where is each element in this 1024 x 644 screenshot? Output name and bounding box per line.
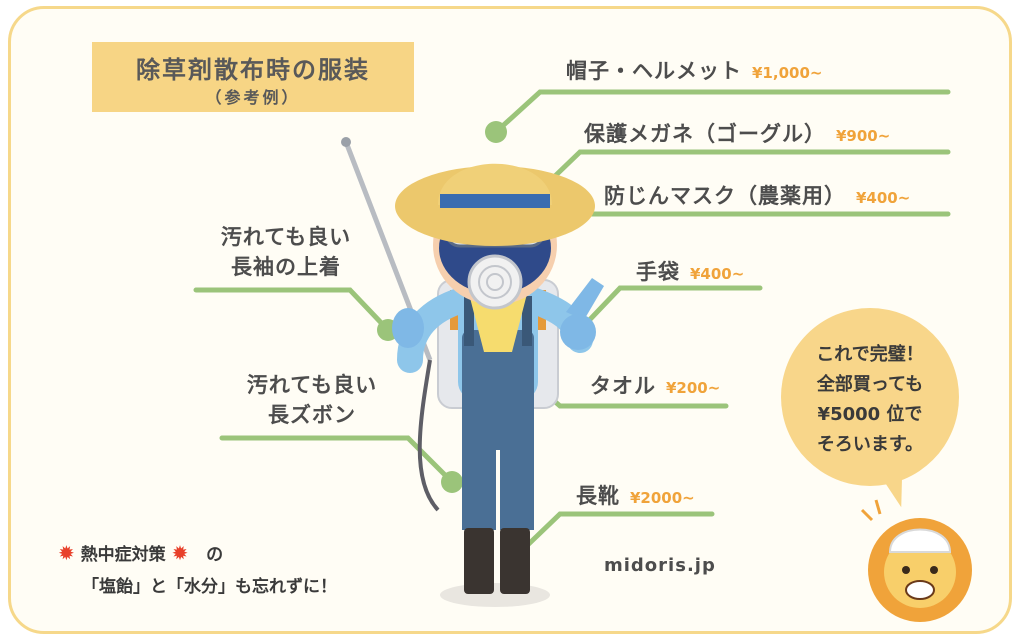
label-mask: 防じんマスク（農薬用） ¥400~ [604, 180, 910, 210]
price-boots: ¥2000~ [630, 489, 695, 507]
label-goggles: 保護メガネ（ゴーグル） ¥900~ [584, 118, 890, 148]
leader-line-boots [509, 511, 715, 563]
label-helmet-text: 帽子・ヘルメット [566, 59, 742, 83]
price-gloves: ¥400~ [690, 265, 745, 283]
label-jacket-line2: 長袖の上着 [231, 255, 341, 279]
label-gloves-text: 手袋 [636, 260, 680, 284]
heat-note-title-text: 熱中症対策 [80, 545, 166, 565]
price-towel: ¥200~ [666, 379, 721, 397]
sun-icon: ✹ [58, 541, 75, 565]
label-jacket-line1: 汚れても良い [220, 225, 352, 249]
label-goggles-text: 保護メガネ（ゴーグル） [584, 122, 826, 146]
heat-note-title: ✹ 熱中症対策 ✹ の [58, 540, 223, 565]
label-pants-line1: 汚れても良い [246, 373, 378, 397]
label-towel-text: タオル [590, 374, 656, 398]
title-box: 除草剤散布時の服装 （参考例） [92, 42, 414, 112]
label-pants: 汚れても良い 長ズボン [222, 370, 402, 430]
price-goggles: ¥900~ [836, 127, 891, 145]
price-mask: ¥400~ [856, 189, 911, 207]
heat-note-particle: の [194, 545, 224, 565]
leader-line-helmet [493, 89, 951, 135]
leader-line-jacket [193, 287, 391, 333]
label-pants-line2: 長ズボン [268, 403, 356, 427]
label-boots-text: 長靴 [576, 484, 620, 508]
bubble-line-2: 全部買っても [816, 374, 924, 395]
bubble-line-1: これで完璧！ [816, 344, 924, 365]
worker-figure [341, 137, 604, 607]
label-gloves: 手袋 ¥400~ [636, 256, 744, 286]
heat-note-body: 「塩飴」と「水分」も忘れずに！ [82, 577, 337, 597]
bubble-line-3: ¥5000 位で [817, 404, 923, 425]
label-towel: タオル ¥200~ [590, 370, 720, 400]
speech-bubble: これで完璧！ 全部買っても ¥5000 位で そろいます。 [781, 308, 959, 486]
sun-icon: ✹ [171, 541, 189, 565]
label-helmet: 帽子・ヘルメット ¥1,000~ [566, 55, 822, 85]
label-mask-text: 防じんマスク（農薬用） [604, 184, 846, 208]
leader-line-pants [219, 435, 455, 485]
site-credit: midoris.jp [604, 555, 716, 576]
speech-bubble-text: これで完璧！ 全部買っても ¥5000 位で そろいます。 [781, 340, 959, 460]
lion-mascot [860, 499, 972, 622]
page-title: 除草剤散布時の服装 [136, 56, 370, 84]
leader-line-gloves [575, 285, 763, 335]
bubble-line-4: そろいます。 [816, 434, 924, 455]
price-helmet: ¥1,000~ [752, 64, 823, 82]
label-boots: 長靴 ¥2000~ [576, 480, 695, 510]
label-jacket: 汚れても良い 長袖の上着 [196, 222, 376, 282]
page-subtitle: （参考例） [205, 88, 301, 107]
